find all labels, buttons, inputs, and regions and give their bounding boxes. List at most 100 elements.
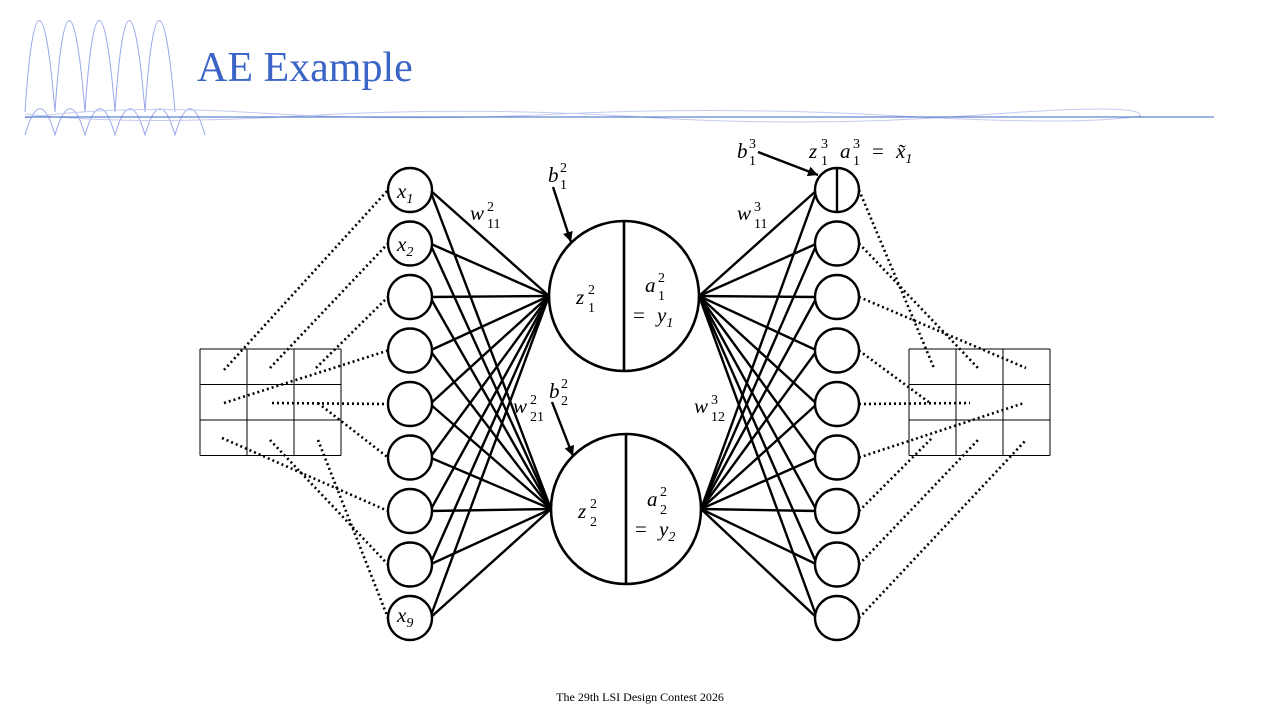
bias-label-b22: b 2 2	[549, 377, 568, 409]
bias-label-b13: b 3 1	[737, 137, 756, 169]
dotted-output-2	[858, 242, 979, 369]
nodes	[386, 166, 861, 642]
output-node-2	[813, 220, 861, 267]
weight-label-w21-2: w 2 21	[513, 393, 544, 425]
edge-h1-out-1	[698, 189, 818, 297]
output-label-z13: z 3 1	[808, 137, 828, 169]
bias-arrow-b12	[551, 186, 573, 243]
edge-h1-out-8	[697, 295, 819, 565]
edge-in-9-h2	[429, 508, 552, 619]
bias-arrow-b22	[550, 401, 575, 457]
svg-text:1: 1	[560, 178, 567, 193]
output-node-9	[813, 594, 861, 642]
dotted-input-1	[223, 189, 389, 371]
edge-in-2-h1	[429, 242, 550, 298]
output-node-8	[813, 541, 861, 588]
input-node-2	[386, 220, 434, 267]
weight-label-w11-3: w 3 11	[737, 200, 767, 232]
edge-in-5-h1	[429, 295, 550, 405]
bias-arrow-b12-head	[563, 230, 573, 242]
svg-text:a: a	[645, 273, 656, 297]
svg-text:b: b	[549, 379, 560, 403]
svg-text:a: a	[647, 487, 658, 511]
header-wave-decoration	[24, 20, 1142, 137]
hidden-node-2-z-label: z 2 2	[577, 497, 597, 530]
edge-h1-out-2	[698, 242, 818, 298]
weight-label-w11-2: w 2 11	[470, 200, 500, 232]
input-node-1	[386, 166, 434, 214]
dotted-mapping-lines	[221, 189, 1027, 619]
bias-label-b12: b 2 1	[548, 161, 567, 193]
dotted-input-9	[316, 439, 390, 619]
dotted-input-5	[271, 401, 389, 406]
connection-lines	[428, 189, 819, 619]
dotted-output-9	[858, 439, 1027, 619]
edge-in-7-h2	[429, 507, 552, 513]
svg-text:2: 2	[660, 503, 667, 518]
svg-text:x̃1: x̃1	[895, 139, 912, 167]
svg-text:1: 1	[821, 154, 828, 169]
svg-text:2: 2	[660, 485, 667, 500]
svg-text:2: 2	[487, 200, 494, 215]
dotted-output-5	[858, 401, 971, 406]
svg-text:=: =	[633, 303, 645, 327]
svg-text:2: 2	[590, 515, 597, 530]
svg-text:2: 2	[590, 497, 597, 512]
edge-h1-out-4	[698, 294, 818, 352]
svg-text:2: 2	[658, 271, 665, 286]
input-label-x1: x1	[396, 179, 413, 207]
svg-text:z: z	[575, 285, 584, 309]
weight-label-w12-3: w 3 12	[694, 393, 725, 425]
svg-text:2: 2	[561, 377, 568, 392]
input-node-6	[386, 434, 434, 481]
edge-in-8-h2	[429, 507, 552, 566]
hidden-node-2-a-label: a 2 2 = y2	[635, 485, 675, 545]
svg-text:12: 12	[711, 410, 725, 425]
svg-text:11: 11	[487, 217, 500, 232]
input-node-3	[386, 273, 434, 321]
input-label-x9: x9	[396, 603, 413, 631]
output-node-6	[813, 434, 861, 481]
edge-h1-out-7	[697, 295, 819, 512]
svg-text:1: 1	[853, 154, 860, 169]
output-node-4	[813, 327, 861, 374]
edge-in-9-h1	[428, 295, 551, 619]
output-node-3	[813, 273, 861, 321]
slide-footer: The 29th LSI Design Contest 2026	[556, 690, 724, 704]
hidden-node-1-a-label: a 2 1 = y1	[633, 271, 673, 331]
output-label-a13: a 3 1 = x̃1	[840, 137, 912, 169]
bias-arrows	[550, 150, 819, 457]
svg-text:2: 2	[560, 161, 567, 176]
edge-in-8-h1	[428, 295, 551, 565]
input-node-4	[386, 327, 434, 374]
svg-text:21: 21	[530, 410, 544, 425]
svg-text:w: w	[470, 201, 484, 225]
svg-text:a: a	[840, 139, 851, 163]
svg-text:w: w	[737, 201, 751, 225]
dotted-output-7	[858, 437, 933, 512]
edge-h2-out-7	[700, 507, 818, 513]
svg-text:w: w	[694, 394, 708, 418]
svg-text:3: 3	[711, 393, 718, 408]
edge-h1-out-6	[698, 295, 818, 459]
slide-title: AE Example	[197, 45, 413, 91]
svg-text:=: =	[872, 139, 884, 163]
bias-arrow-b13-head	[806, 166, 818, 177]
svg-text:x9: x9	[396, 603, 413, 631]
dotted-input-3	[315, 296, 389, 369]
edge-h2-out-9	[700, 508, 818, 619]
svg-text:3: 3	[821, 137, 828, 152]
dotted-input-6	[317, 401, 389, 459]
svg-text:z: z	[808, 139, 817, 163]
edge-h1-out-3	[698, 294, 818, 299]
input-node-8	[386, 541, 434, 588]
svg-text:1: 1	[658, 289, 665, 304]
bias-arrow-b13-shaft	[757, 150, 819, 177]
edge-in-4-h1	[429, 294, 550, 352]
svg-text:b: b	[548, 163, 559, 187]
dotted-input-7	[221, 436, 389, 513]
svg-text:3: 3	[749, 137, 756, 152]
output-node-7	[813, 487, 861, 535]
svg-text:3: 3	[853, 137, 860, 152]
edge-h1-out-5	[698, 295, 818, 405]
